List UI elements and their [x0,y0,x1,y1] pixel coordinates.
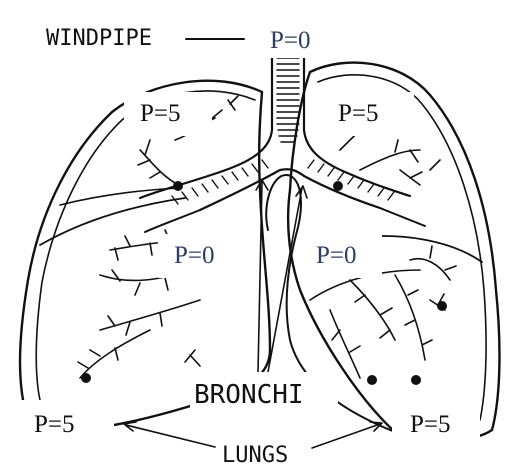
upper-left-pressure: P=5 [140,100,181,127]
alveolus-dot [81,373,91,383]
lower-left-pressure: P=5 [34,411,75,438]
upper-right-pressure: P=5 [338,100,379,127]
lungs-label: LUNGS [222,443,288,468]
alveolus-dot [411,375,421,385]
windpipe-label: WINDPIPE [46,26,152,51]
bronchi-right-pressure: P=0 [316,242,357,269]
alveolus-dot [333,181,343,191]
bronchi-left-pressure: P=0 [174,242,215,269]
lower-right-pressure: P=5 [410,411,451,438]
alveolus-dot [367,375,377,385]
windpipe-pressure: P=0 [270,27,311,54]
bronchi-label: BRONCHI [194,380,304,410]
alveolus-dot [173,181,183,191]
alveolus-dot [437,301,447,311]
